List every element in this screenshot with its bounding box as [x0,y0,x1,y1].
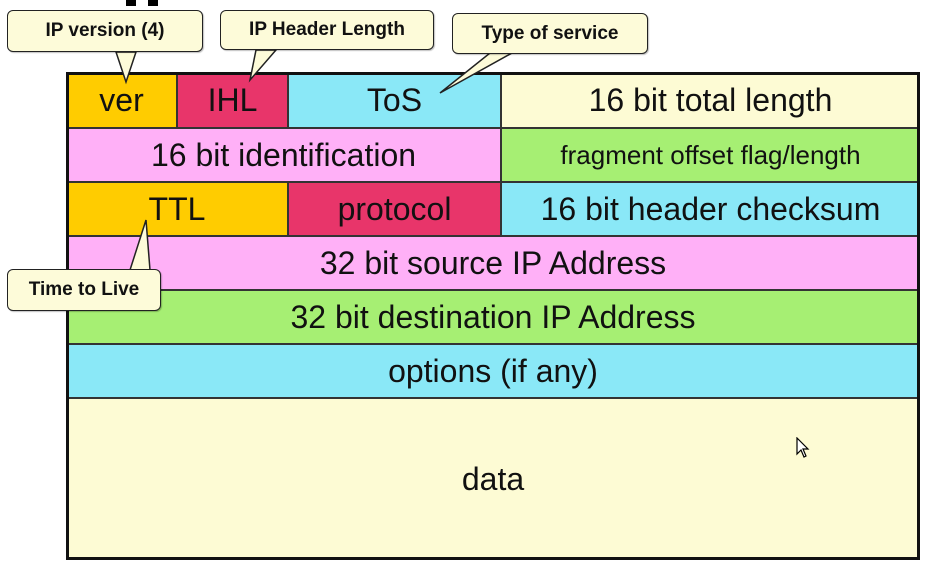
title-fragment [126,0,164,6]
field-fragment: fragment offset flag/length [501,128,920,182]
field-ttl: TTL [66,182,288,236]
field-ver: ver [66,72,177,128]
field-tos: ToS [288,72,501,128]
callout-time-to-live: Time to Live [7,269,161,311]
field-identification: 16 bit identification [66,128,501,182]
field-data: data [66,398,920,560]
callout-type-of-service: Type of service [452,13,648,54]
field-ihl: IHL [177,72,288,128]
field-total-length: 16 bit total length [501,72,920,128]
field-protocol: protocol [288,182,501,236]
ip-datagram: ver IHL ToS 16 bit total length 16 bit i… [66,72,920,560]
callout-ip-version: IP version (4) [7,10,203,52]
field-source-address: 32 bit source IP Address [66,236,920,290]
field-destination-address: 32 bit destination IP Address [66,290,920,344]
mouse-pointer-icon [796,437,810,458]
callout-header-length: IP Header Length [220,10,434,50]
field-checksum: 16 bit header checksum [501,182,920,236]
field-options: options (if any) [66,344,920,398]
